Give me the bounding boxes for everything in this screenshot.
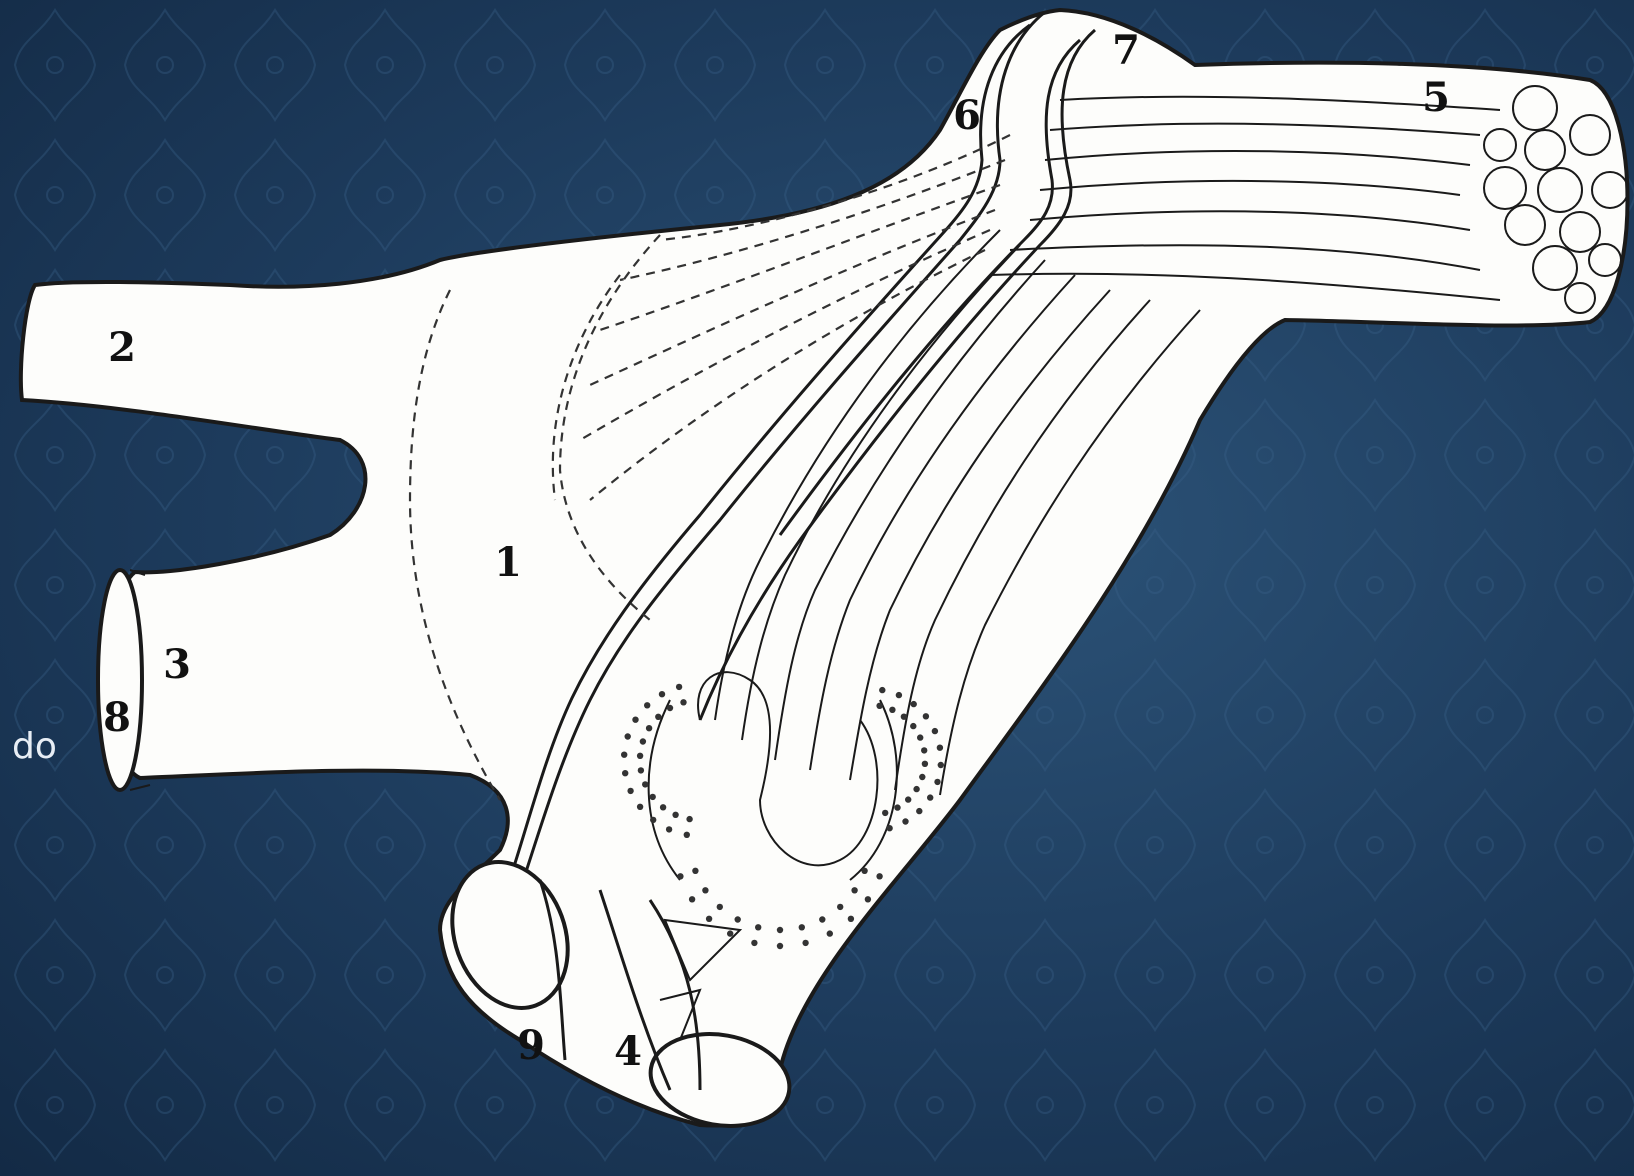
gland-dot (777, 927, 783, 933)
label-5: 5 (1422, 74, 1450, 121)
gland-dot (625, 733, 631, 739)
figure-outline (21, 10, 1628, 1126)
gland-dot (684, 832, 690, 838)
label-6: 6 (953, 92, 981, 139)
gland-dot (799, 924, 805, 930)
gland-dot (777, 943, 783, 949)
gland-dot (692, 868, 698, 874)
gland-dot (937, 745, 943, 751)
gland-dot (827, 930, 833, 936)
gland-dot (621, 752, 627, 758)
gland-dot (655, 714, 661, 720)
gland-dot (916, 808, 922, 814)
label-3: 3 (163, 641, 191, 688)
gland-dot (913, 786, 919, 792)
gland-dot (917, 734, 923, 740)
label-1: 1 (494, 539, 522, 586)
gland-dot (686, 816, 692, 822)
gland-dot (677, 873, 683, 879)
label-8: 8 (103, 694, 131, 741)
gland-dot (659, 691, 665, 697)
gland-dot (650, 817, 656, 823)
gland-dot (902, 818, 908, 824)
gland-dot (735, 916, 741, 922)
gland-dot (938, 762, 944, 768)
gland-dot (637, 753, 643, 759)
gland-dot (640, 738, 646, 744)
gland-dot (638, 767, 644, 773)
gland-dot (922, 761, 928, 767)
gland-dot (861, 868, 867, 874)
gland-dot (876, 873, 882, 879)
gland-dot (666, 826, 672, 832)
gland-dot (702, 887, 708, 893)
label-9: 9 (517, 1022, 545, 1069)
gland-dot (680, 699, 686, 705)
gland-dot (632, 717, 638, 723)
gland-dot (676, 684, 682, 690)
gland-dot (837, 904, 843, 910)
gland-dot (848, 916, 854, 922)
gland-dot (923, 713, 929, 719)
gland-dot (706, 916, 712, 922)
gland-dot (650, 794, 656, 800)
gland-dot (637, 804, 643, 810)
gland-dot (905, 796, 911, 802)
gland-dot (934, 779, 940, 785)
gland-dot (751, 940, 757, 946)
gland-dot (667, 705, 673, 711)
gland-dot (865, 896, 871, 902)
gland-dot (882, 810, 888, 816)
gland-dot (727, 930, 733, 936)
label-7: 7 (1112, 27, 1140, 74)
gland-dot (819, 916, 825, 922)
gland-dot (886, 825, 892, 831)
gland-dot (876, 703, 882, 709)
gland-dot (879, 687, 885, 693)
gland-dot (622, 770, 628, 776)
gland-dot (755, 924, 761, 930)
gland-dot (689, 896, 695, 902)
label-2: 2 (108, 324, 136, 371)
gland-dot (627, 788, 633, 794)
gland-dot (802, 940, 808, 946)
gland-dot (642, 781, 648, 787)
partial-slide-text: do (12, 726, 57, 767)
gland-dot (644, 702, 650, 708)
gland-dot (717, 904, 723, 910)
gland-dot (889, 707, 895, 713)
gland-dot (672, 812, 678, 818)
gland-dot (851, 887, 857, 893)
gland-dot (921, 747, 927, 753)
gland-dot (660, 804, 666, 810)
gland-dot (927, 794, 933, 800)
gland-dot (896, 692, 902, 698)
gland-dot (646, 725, 652, 731)
gland-dot (932, 728, 938, 734)
gland-dot (911, 701, 917, 707)
gland-dot (910, 723, 916, 729)
gland-dot (901, 714, 907, 720)
label-4: 4 (614, 1028, 642, 1075)
gland-dot (919, 774, 925, 780)
gland-dot (894, 804, 900, 810)
